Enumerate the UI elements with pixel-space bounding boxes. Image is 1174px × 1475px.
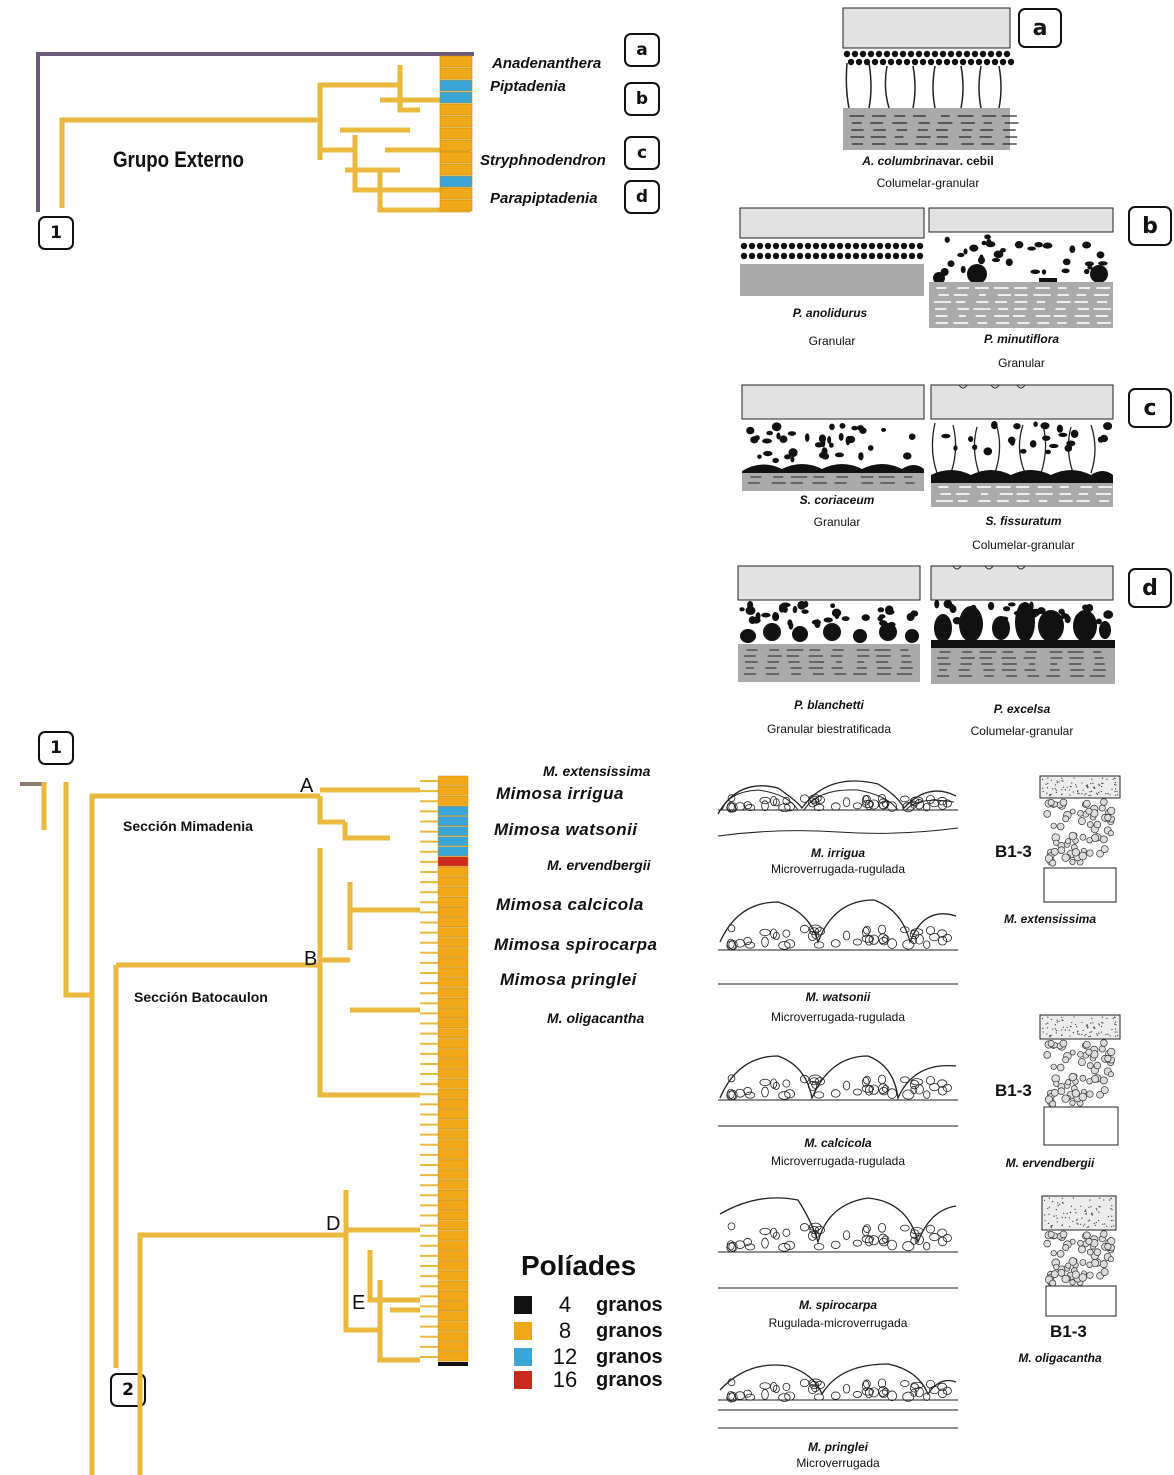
clade-d: D <box>326 1213 341 1235</box>
section-drawing-calcicola <box>718 1055 958 1127</box>
clade-a: A <box>300 775 314 797</box>
taxon-mimosa-spirocarpa: Mimosa spirocarpa <box>494 935 658 954</box>
section-batocaulon: Sección Batocaulon <box>134 989 268 1005</box>
b13-label-oligacantha: B1-3 <box>1050 1322 1087 1341</box>
sec-type-watsonii: Microverrugada-rugulada <box>770 1010 906 1024</box>
legend-row-8: 8 granos <box>514 1318 663 1344</box>
section-drawing-watsonii <box>718 899 958 985</box>
legend-swatch-blue <box>514 1348 532 1366</box>
taxon-mimosa-pringlei: Mimosa pringlei <box>500 970 637 989</box>
tag-b: b <box>624 82 660 116</box>
taxon-mimosa-irrigua: Mimosa irrigua <box>496 784 624 803</box>
b13-caption-ervendbergii: M. ervendbergii <box>1005 1156 1095 1170</box>
b13-caption-extensissima: M. extensissima <box>1003 912 1097 926</box>
clade-b: B <box>304 948 318 970</box>
clade-e: E <box>352 1292 366 1314</box>
sec-caption-calcicola: M. calcicola <box>804 1136 872 1150</box>
tag-c-panel: c <box>1128 388 1172 428</box>
section-drawing-spirocarpa <box>718 1197 958 1289</box>
caption-a-type: Columelar-granular <box>876 176 980 190</box>
caption-b2-type: Granular <box>998 356 1045 370</box>
exine-panel-d-2 <box>930 565 1115 684</box>
legend-swatch-black <box>514 1296 532 1314</box>
node-marker-1-bottom: 1 <box>38 731 74 765</box>
caption-d1-species: P. blanchetti <box>794 698 864 712</box>
caption-c2-type: Columelar-granular <box>972 538 1075 552</box>
taxon-m-oligacantha: M. oligacantha <box>547 1010 645 1026</box>
taxon-mimosa-watsonii: Mimosa watsonii <box>494 820 638 839</box>
legend-row-16: 16 granos <box>514 1367 663 1393</box>
sec-type-pringlei: Microverrugada <box>796 1456 880 1470</box>
sec-caption-watsonii: M. watsonii <box>805 990 871 1004</box>
top-tree-branches <box>36 52 474 213</box>
exine-panel-b-2 <box>928 207 1114 328</box>
sec-caption-spirocarpa: M. spirocarpa <box>798 1298 878 1312</box>
section-drawing-pringlei <box>718 1363 958 1429</box>
sec-caption-pringlei: M. pringlei <box>808 1440 868 1454</box>
sec-type-calcicola: Microverrugada-rugulada <box>770 1154 906 1168</box>
taxon-m-extensissima: M. extensissima <box>543 763 651 779</box>
b13-drawing-ervendbergii <box>1039 1014 1121 1146</box>
b13-drawing-oligacantha <box>1041 1195 1117 1317</box>
node-marker-1-top: 1 <box>38 216 74 250</box>
taxon-parapiptadenia: Parapiptadenia <box>490 190 598 207</box>
caption-b1-type: Granular <box>808 334 856 348</box>
tag-d: d <box>624 180 660 214</box>
caption-c1-species: S. coriaceum <box>799 493 875 507</box>
legend-title: Políades <box>521 1250 637 1281</box>
taxon-piptadenia: Piptadenia <box>490 78 566 95</box>
caption-d1-type: Granular biestratificada <box>766 722 892 736</box>
legend-row-4: 4 granos <box>514 1292 663 1318</box>
sec-type-irrigua: Microverrugada-rugulada <box>770 862 906 876</box>
b13-caption-oligacantha: M. oligacantha <box>1018 1351 1102 1365</box>
taxon-m-ervendbergii: M. ervendbergii <box>547 857 651 873</box>
sec-caption-irrigua: M. irrigua <box>810 846 865 860</box>
tag-d-panel: d <box>1128 568 1172 608</box>
sec-type-spirocarpa: Rugulada-microverrugada <box>768 1316 908 1330</box>
caption-d2-species: P. excelsa <box>993 702 1051 716</box>
taxon-stryphnodendron: Stryphnodendron <box>480 152 606 169</box>
tag-b-panel: b <box>1128 206 1172 246</box>
caption-c2-species: S. fissuratum <box>985 514 1062 528</box>
taxon-mimosa-calcicola: Mimosa calcicola <box>496 895 644 914</box>
exine-panel-c-1 <box>741 384 925 491</box>
caption-b1-species: P. anolidurus <box>792 306 868 320</box>
tag-a: a <box>624 33 660 67</box>
taxon-anadenanthera: Anadenanthera <box>492 55 602 72</box>
legend-swatch-orange <box>514 1322 532 1340</box>
group-label: Grupo Externo <box>113 147 244 172</box>
exine-panel-b-1 <box>739 207 925 296</box>
bottom-tree-branches <box>20 775 469 1475</box>
section-drawing-irrigua <box>717 780 959 837</box>
exine-panel-a <box>842 7 1019 150</box>
caption-d2-type: Columelar-granular <box>970 724 1074 738</box>
caption-c1-type: Granular <box>813 515 861 529</box>
b13-label-ervendbergii: B1-3 <box>995 1081 1032 1100</box>
b13-label-extensissima: B1-3 <box>995 842 1032 861</box>
tag-c: c <box>624 136 660 170</box>
legend-row-12: 12 granos <box>514 1344 663 1370</box>
exine-panel-c-2 <box>930 384 1114 507</box>
legend-swatch-red <box>514 1371 532 1389</box>
caption-b2-species: P. minutiflora <box>983 332 1060 346</box>
section-mimadenia: Sección Mimadenia <box>123 818 253 834</box>
exine-panel-d-1 <box>737 565 921 682</box>
caption-a-species: A. columbrinavar. cebil <box>862 154 994 168</box>
b13-drawing-extensissima <box>1039 775 1121 903</box>
tag-a-panel: a <box>1018 8 1062 48</box>
